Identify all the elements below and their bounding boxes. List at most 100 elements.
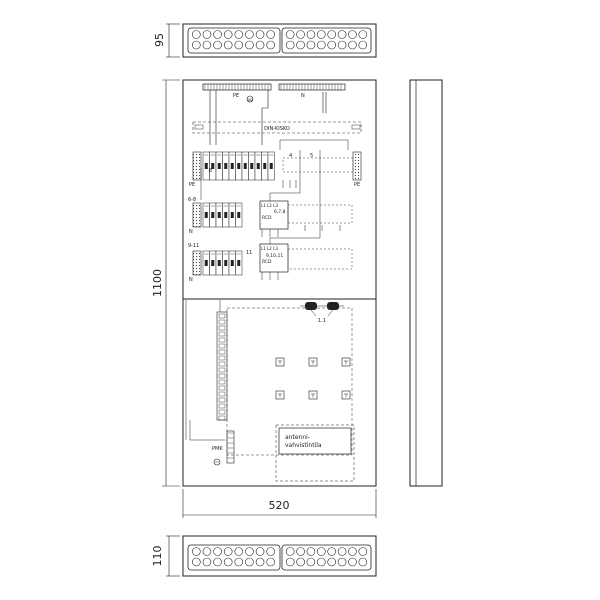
knockout-hole bbox=[285, 40, 295, 50]
n-bar bbox=[278, 83, 346, 91]
knockout-hole bbox=[358, 30, 368, 39]
knockout-hole bbox=[202, 30, 212, 39]
bottom-knockout-group-left bbox=[187, 544, 281, 571]
knockout-hole bbox=[266, 30, 275, 39]
knockout-hole bbox=[213, 557, 222, 567]
knockout-hole bbox=[348, 30, 357, 39]
pmk-earth-icon bbox=[213, 458, 221, 466]
knockout-hole bbox=[285, 557, 295, 567]
rcd-9-11-circuits: 9,10,11 bbox=[266, 253, 283, 259]
knockout-hole bbox=[245, 40, 254, 50]
pe-bar bbox=[202, 83, 272, 91]
knockout-hole bbox=[245, 557, 254, 567]
knockout-hole bbox=[192, 557, 201, 567]
rcd-6-8-phases: L1 L2 L3 bbox=[261, 203, 278, 208]
terminal-slot bbox=[218, 385, 226, 391]
knockout-hole bbox=[317, 557, 326, 567]
terminal-slot bbox=[218, 325, 226, 331]
knockout-hole bbox=[327, 40, 336, 50]
knockout-hole bbox=[213, 40, 222, 50]
knockout-hole bbox=[306, 40, 316, 50]
knockout-hole bbox=[306, 30, 316, 39]
terminal-slot bbox=[218, 379, 226, 385]
terminal-slot bbox=[218, 409, 226, 415]
knockout-hole bbox=[317, 40, 326, 50]
top-knockout-group-left bbox=[187, 27, 281, 54]
knockout-hole bbox=[317, 30, 326, 39]
knockout-hole bbox=[358, 40, 368, 50]
breaker-row-1: PE PE 8 4 5 bbox=[189, 151, 362, 200]
row2-n-label: N bbox=[189, 229, 193, 235]
knockout-hole bbox=[327, 557, 336, 567]
side-view bbox=[409, 79, 443, 487]
knockout-hole bbox=[223, 557, 233, 567]
knockout-hole bbox=[202, 557, 212, 567]
knockout-hole bbox=[223, 30, 233, 39]
bottom-knockout-group-right bbox=[281, 544, 372, 571]
rcd-9-11-label: RCD bbox=[262, 259, 272, 265]
earth-symbol-icon bbox=[246, 95, 254, 103]
knockout-hole bbox=[192, 40, 201, 50]
knockout-hole bbox=[223, 547, 233, 556]
knockout-hole bbox=[255, 40, 265, 50]
rcd-6-8-label: RCD bbox=[262, 215, 272, 221]
socket-icon bbox=[308, 390, 318, 400]
knockout-hole bbox=[337, 30, 347, 39]
row1-far-number: 5 bbox=[310, 153, 313, 159]
knockout-hole bbox=[358, 557, 368, 567]
socket-icon bbox=[275, 390, 285, 400]
socket-icon bbox=[308, 357, 318, 367]
knockout-hole bbox=[255, 557, 265, 567]
socket-icon bbox=[341, 390, 351, 400]
cabinet-outline bbox=[182, 79, 377, 487]
rcd-9-11 bbox=[259, 243, 289, 273]
knockout-hole bbox=[255, 30, 265, 39]
row3-number: 11 bbox=[246, 250, 252, 256]
terminal-slot bbox=[218, 397, 226, 403]
breaker-row-3: 9-11 N 11 L1 L2 L3 9,10,11 RCD bbox=[188, 243, 353, 283]
rcd-9-11-phases: L1 L2 L3 bbox=[261, 246, 278, 251]
knockout-hole bbox=[348, 40, 357, 50]
pe-right-label: PE bbox=[354, 182, 360, 188]
knockout-hole bbox=[234, 40, 244, 50]
knockout-hole bbox=[266, 547, 275, 556]
terminal-slot bbox=[218, 391, 226, 397]
knockout-hole bbox=[234, 30, 244, 39]
knockout-hole bbox=[213, 547, 222, 556]
terminal-slot bbox=[218, 319, 226, 325]
din-rail bbox=[192, 121, 362, 134]
pmk-label: PMK bbox=[212, 446, 223, 452]
knockout-hole bbox=[266, 40, 275, 50]
terminal-slot bbox=[218, 337, 226, 343]
knockout-hole bbox=[327, 30, 336, 39]
breaker-row-2: 6-8 N L1 L2 L3 6,7,8 RCD bbox=[188, 197, 353, 237]
knockout-hole bbox=[296, 547, 305, 556]
knockout-hole bbox=[296, 557, 305, 567]
bottom-view: 110 bbox=[151, 535, 377, 577]
knockout-hole bbox=[192, 30, 201, 39]
knockout-hole bbox=[348, 547, 357, 556]
knockout-hole bbox=[255, 547, 265, 556]
bottom-knockouts bbox=[192, 547, 368, 567]
knockout-hole bbox=[202, 40, 212, 50]
knockout-hole bbox=[337, 547, 347, 556]
bottom-depth-dimension: 110 bbox=[151, 546, 164, 567]
socket-icon bbox=[275, 357, 285, 367]
knockout-hole bbox=[337, 557, 347, 567]
terminal-slot bbox=[218, 313, 226, 319]
width-dimension: 520 bbox=[269, 499, 290, 512]
terminal-slot bbox=[218, 331, 226, 337]
connector-label: 1.1 bbox=[318, 318, 326, 324]
row2-group-label: 6-8 bbox=[188, 197, 196, 203]
terminal-slot bbox=[218, 367, 226, 373]
knockout-hole bbox=[296, 40, 305, 50]
row1-right-number: 4 bbox=[289, 153, 292, 159]
top-knockout-group-right bbox=[281, 27, 372, 54]
knockout-hole bbox=[192, 547, 201, 556]
knockout-hole bbox=[213, 30, 222, 39]
antenna-label-line2: vahvistintila bbox=[285, 442, 322, 449]
knockout-hole bbox=[245, 547, 254, 556]
height-dimension: 1100 bbox=[151, 269, 164, 297]
knockout-hole bbox=[266, 557, 275, 567]
